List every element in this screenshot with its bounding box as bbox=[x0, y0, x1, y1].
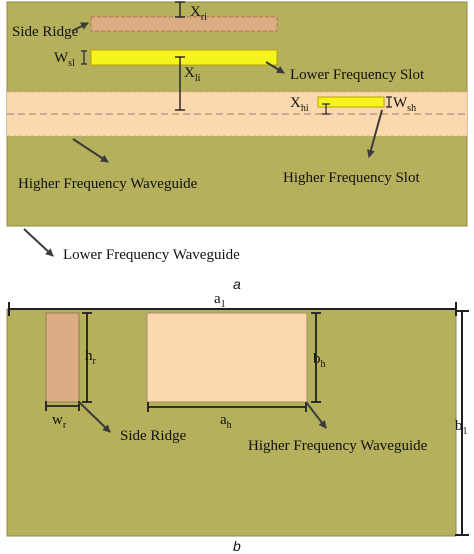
caption-a: a bbox=[233, 276, 241, 292]
b-h-dimension bbox=[311, 312, 321, 403]
w-sh-label: Wsh bbox=[393, 95, 416, 114]
x-li-dimension bbox=[175, 56, 185, 111]
higher-frequency-waveguide-label-b: Higher Frequency Waveguide bbox=[248, 438, 428, 454]
x-hi-dimension bbox=[322, 103, 330, 115]
higher-frequency-slot bbox=[317, 96, 385, 108]
higher-frequency-waveguide-arrow-a bbox=[72, 138, 109, 163]
x-ri-dimension bbox=[175, 1, 185, 18]
higher-frequency-slot-label: Higher Frequency Slot bbox=[283, 170, 420, 186]
a-h-label: ah bbox=[220, 412, 232, 431]
lower-frequency-slot-arrow bbox=[265, 61, 285, 74]
side-ridge-label-b: Side Ridge bbox=[120, 428, 187, 444]
h-r-label: hr bbox=[85, 348, 97, 367]
a-h-dimension bbox=[147, 402, 307, 412]
higher-frequency-waveguide-arrow-b bbox=[305, 401, 327, 429]
x-li-label: Xli bbox=[184, 65, 201, 84]
side-ridge-strip bbox=[90, 16, 278, 32]
lower-frequency-waveguide-label: Lower Frequency Waveguide bbox=[63, 247, 240, 263]
a1-label: a1 bbox=[214, 291, 226, 310]
panel-a: Xri Side Ridge Wsl Xli Lower Frequency S… bbox=[6, 1, 468, 292]
b1-dimension bbox=[455, 310, 469, 536]
b-h-label: bh bbox=[313, 351, 326, 370]
a1-dimension bbox=[8, 302, 457, 316]
higher-frequency-waveguide-band bbox=[7, 92, 467, 136]
lower-frequency-slot-label: Lower Frequency Slot bbox=[290, 67, 425, 83]
lower-frequency-waveguide-arrow bbox=[23, 228, 54, 257]
b1-label: b1 bbox=[455, 418, 468, 437]
side-ridge-label-a: Side Ridge bbox=[12, 24, 79, 40]
h-r-dimension bbox=[82, 312, 92, 403]
w-sl-label: Wsl bbox=[54, 50, 75, 69]
side-ridge-arrow-a bbox=[71, 22, 89, 32]
higher-frequency-slot-arrow bbox=[367, 109, 383, 158]
caption-b: b bbox=[233, 538, 241, 554]
side-ridge-arrow-b bbox=[78, 401, 111, 433]
w-sh-dimension bbox=[386, 96, 392, 108]
panel-b: a1 b1 hr wr bh bbox=[6, 291, 469, 554]
x-ri-label: Xri bbox=[190, 4, 207, 23]
x-hi-label: Xhi bbox=[290, 95, 309, 114]
higher-frequency-waveguide-label-a: Higher Frequency Waveguide bbox=[18, 176, 198, 192]
w-r-label: wr bbox=[52, 412, 67, 431]
side-ridge-block bbox=[45, 312, 80, 403]
w-sl-dimension bbox=[81, 50, 87, 65]
higher-frequency-waveguide-block bbox=[146, 312, 308, 403]
